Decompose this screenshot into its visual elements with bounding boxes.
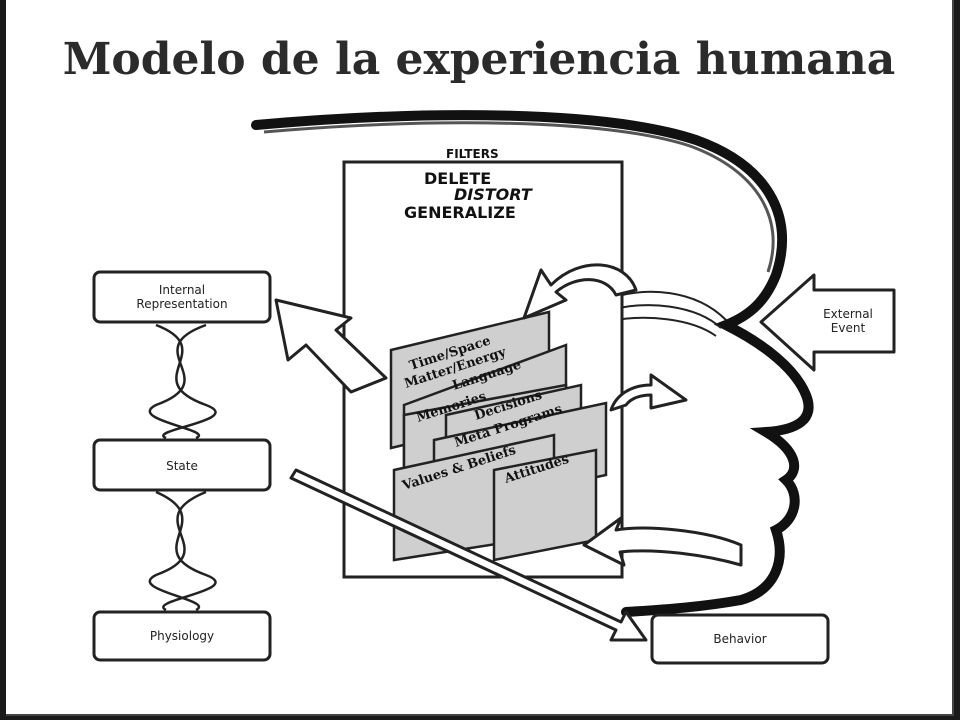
nlp-communication-model-diagram: FILTERS DELETE DISTORT GENERALIZE Time/S…: [92, 110, 896, 665]
internal-representation-label-1: Internal: [159, 283, 205, 297]
behavior-box: [650, 613, 830, 665]
filters-header: FILTERS: [446, 147, 499, 161]
curved-arrow-middle: [609, 373, 688, 412]
curved-arrow-top: [522, 263, 638, 320]
filter-distort: DISTORT: [454, 185, 533, 204]
internal-representation-box: [92, 270, 272, 324]
external-event-label-2: Event: [831, 321, 866, 335]
filter-cards: Time/Space Matter/Energy Language Memori…: [389, 310, 608, 562]
to-internal-representation-arrow: [274, 298, 388, 394]
behavior-label: Behavior: [713, 632, 766, 646]
curved-arrow-bottom: [582, 516, 743, 567]
external-event-label-1: External: [823, 307, 873, 321]
physiology-box: [92, 610, 272, 662]
internal-representation-label-2: Representation: [136, 297, 227, 311]
external-event-arrow: [759, 273, 896, 372]
state-box: [92, 438, 272, 492]
physiology-label: Physiology: [150, 629, 214, 643]
slide: Modelo de la experiencia humana FILTERS …: [6, 0, 954, 716]
state-label: State: [166, 459, 198, 473]
filter-delete: DELETE: [424, 169, 491, 188]
state-links: [148, 323, 217, 612]
slide-title: Modelo de la experiencia humana: [62, 34, 896, 85]
to-behavior-arrow: [289, 468, 648, 642]
filter-generalize: GENERALIZE: [404, 203, 516, 222]
